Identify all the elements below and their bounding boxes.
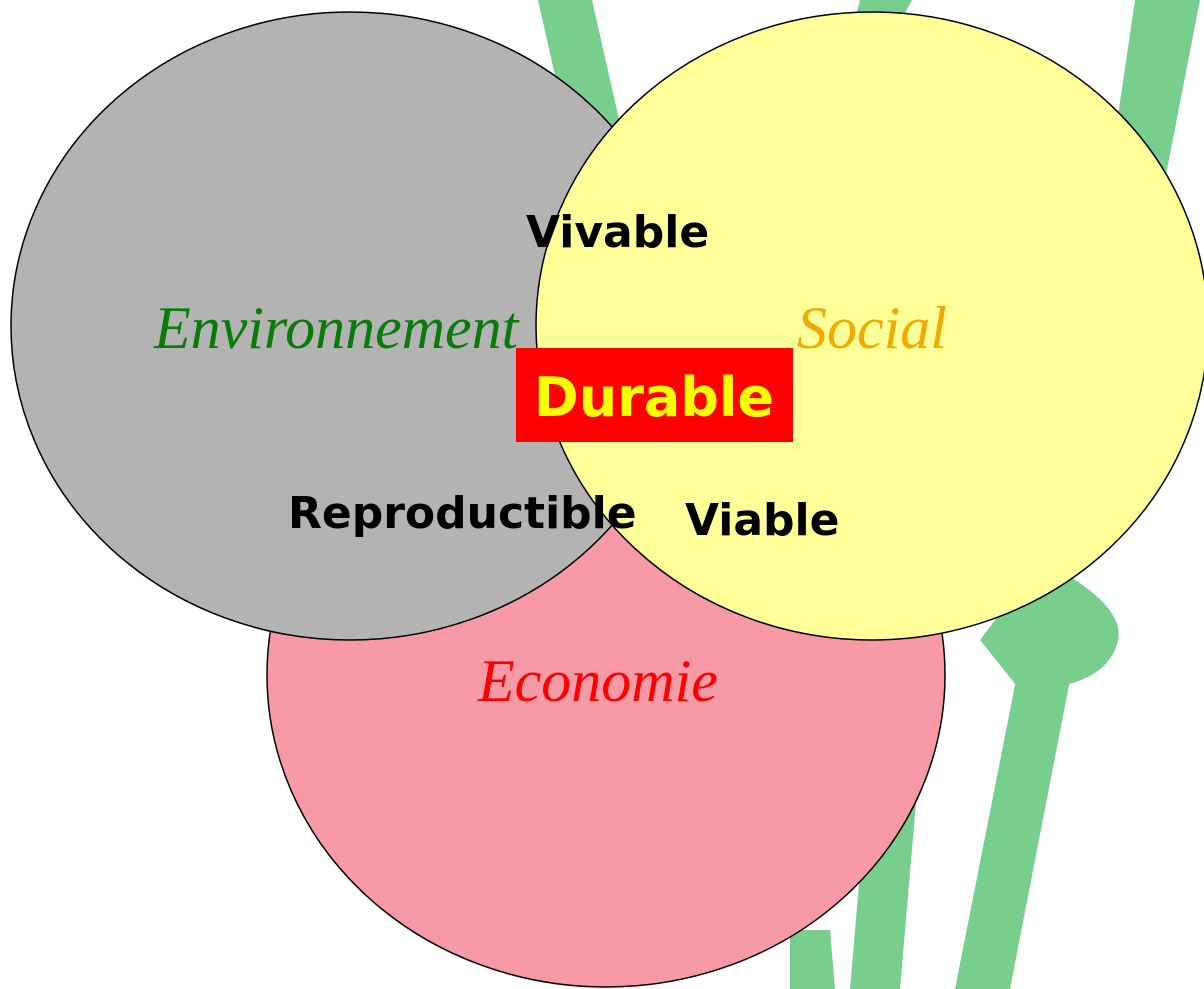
social-circle bbox=[535, 11, 1204, 641]
viable-label: Viable bbox=[685, 495, 839, 546]
durable-label: Durable bbox=[534, 366, 774, 429]
social-label: Social bbox=[797, 295, 947, 361]
reproductible-label: Reproductible bbox=[288, 488, 637, 539]
plant-leaf-right bbox=[980, 560, 1119, 690]
durable-box bbox=[516, 348, 793, 442]
vivable-label: Vivable bbox=[526, 207, 709, 258]
plant-stem-lower-right bbox=[955, 660, 1070, 989]
economy-label: Economie bbox=[477, 648, 718, 714]
environment-label: Environnement bbox=[153, 295, 520, 361]
plant-stem-bottom-left bbox=[790, 930, 835, 989]
